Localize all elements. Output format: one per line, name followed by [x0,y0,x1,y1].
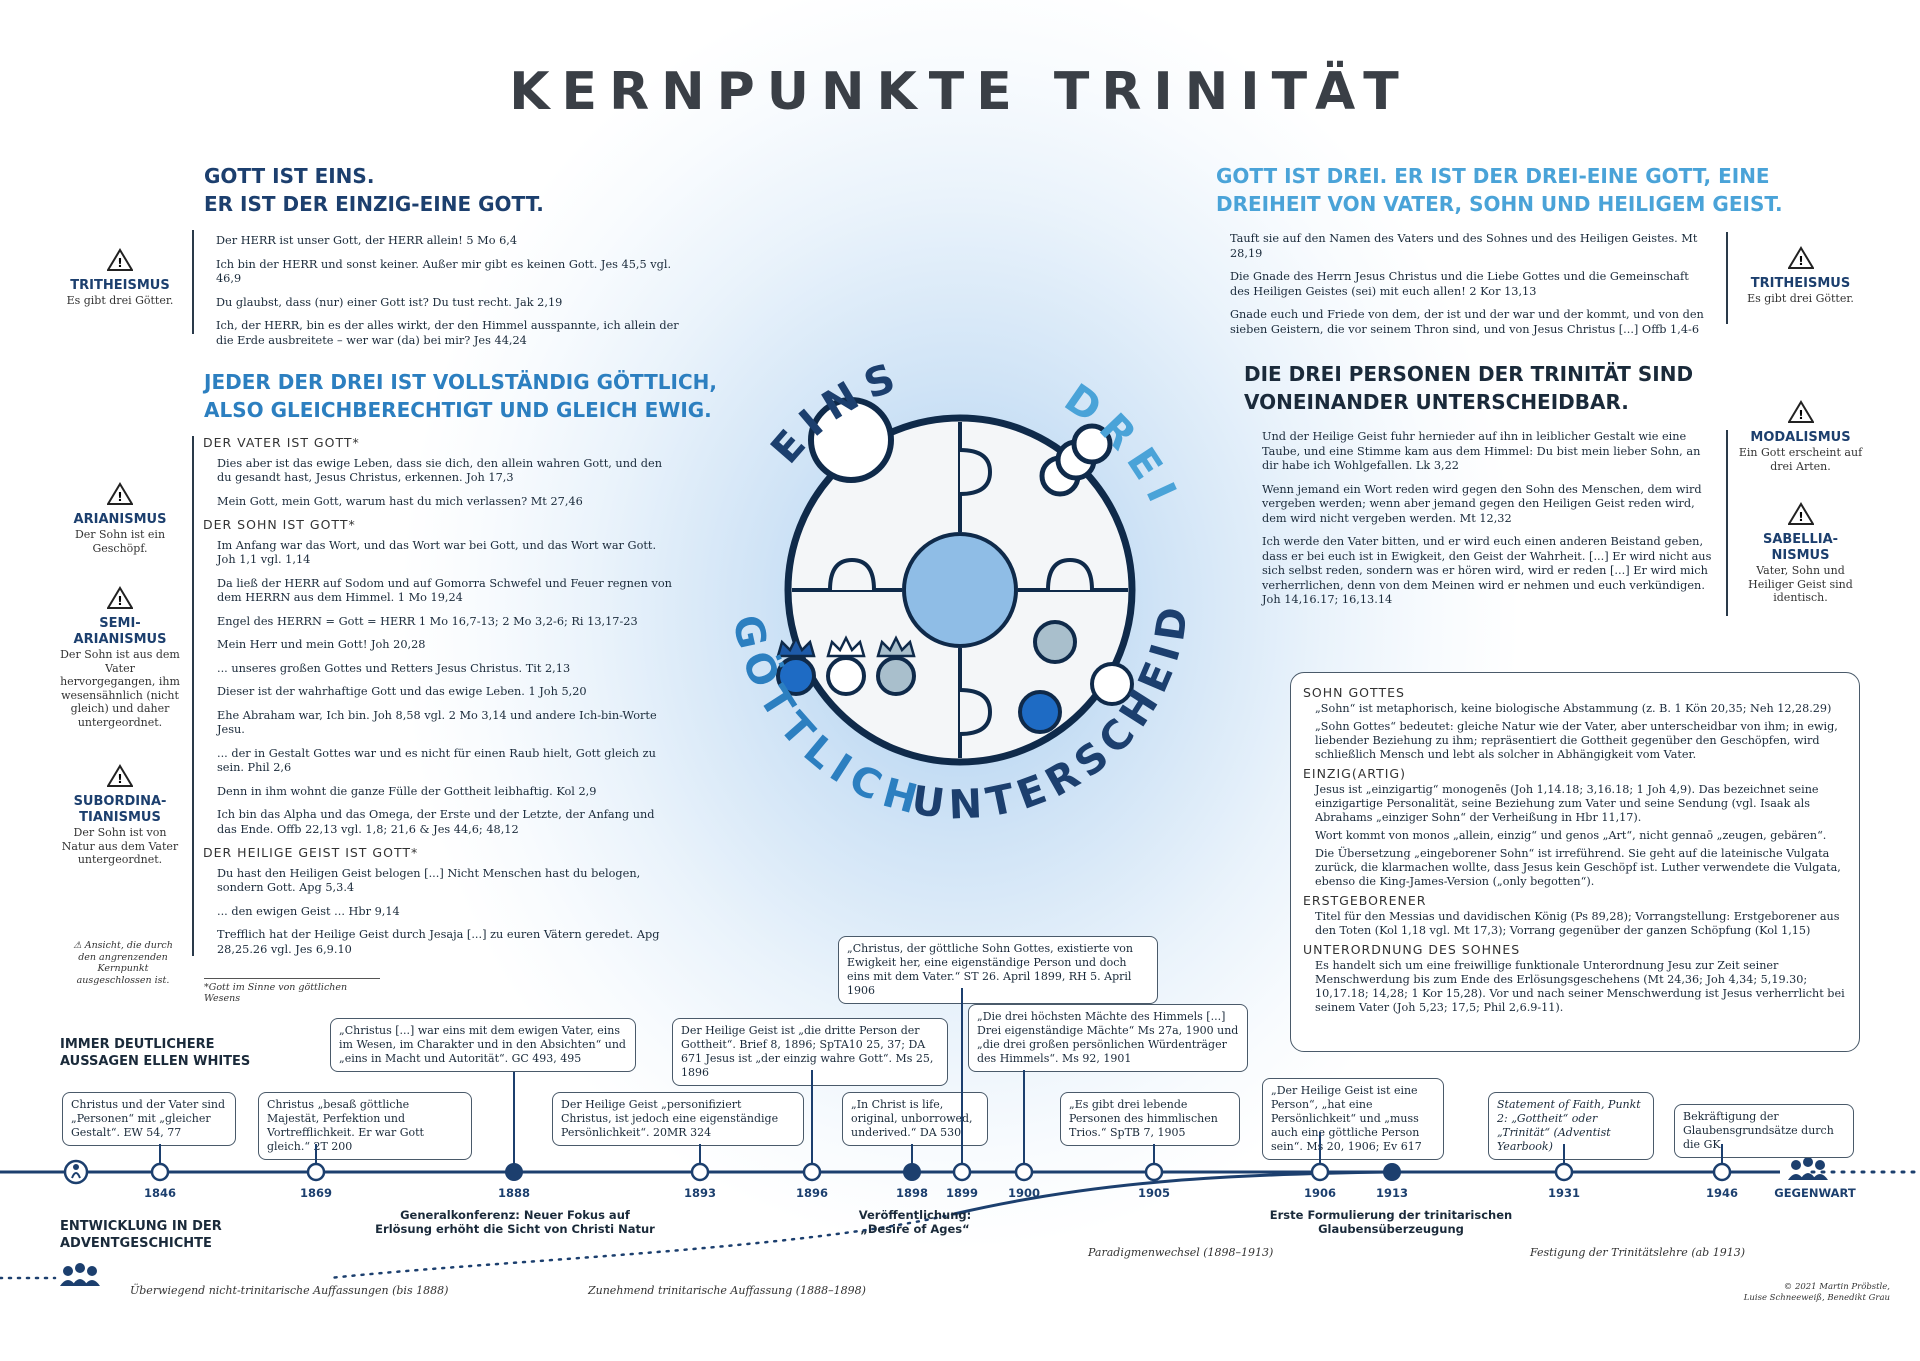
year-1846: 1846 [143,1186,176,1200]
period-1: Überwiegend nicht-trinitarische Auffassu… [130,1284,449,1297]
divider-right-top [1726,232,1728,324]
warning-icon: ! [107,586,133,609]
period-2: Zunehmend trinitarische Auffassung (1888… [588,1284,866,1297]
timeline-label-adventgeschichte: ENTWICKLUNG IN DER ADVENTGESCHICHTE [60,1219,222,1251]
year-1896: 1896 [795,1186,828,1200]
warning-tritheismus-right: ! TRITHEISMUS Es gibt drei Götter. [1738,246,1863,306]
heading-unterscheidbar: DIE DREI PERSONEN DER TRINITÄT SIND VONE… [1244,362,1694,414]
quote-1896: Der Heilige Geist ist „die dritte Person… [672,1018,948,1086]
period-3: Paradigmenwechsel (1898–1913) [1088,1246,1274,1259]
year-1900: 1900 [1007,1186,1040,1200]
timeline-label-ellen-white: IMMER DEUTLICHERE AUSSAGEN ELLEN WHITES [60,1037,251,1069]
caption-erste-formulierung: Erste Formulierung der trinitarischen Gl… [1269,1208,1513,1236]
svg-text:!: ! [117,256,122,270]
year-1906: 1906 [1303,1186,1336,1200]
year-1899: 1899 [945,1186,978,1200]
small-warning-icon: ⚠ [73,940,82,951]
quote-1898: „In Christ is life, original, unborrowed… [842,1092,988,1146]
quote-1931: Statement of Faith, Punkt 2: „Gottheit“ … [1488,1092,1654,1160]
group-icon [1788,1157,1828,1180]
warning-modalismus: ! MODALISMUS Ein Gott erscheint auf drei… [1738,400,1863,473]
quote-1899: „Christus, der göttliche Sohn Gottes, ex… [838,936,1158,1004]
year-1898: 1898 [895,1186,928,1200]
year-1893: 1893 [683,1186,716,1200]
quote-1846: Christus und der Vater sind „Personen“ m… [62,1092,236,1146]
year-1869: 1869 [299,1186,332,1200]
timeline-svg [0,1157,1920,1286]
heading-gott-ist-drei: GOTT IST DREI. ER IST DER DREI-EINE GOTT… [1216,164,1783,216]
divider-left-mid [192,436,194,956]
eins-circle-icon [808,397,894,483]
warning-icon: ! [1787,502,1814,525]
warning-tritheismus-left: ! TRITHEISMUS Es gibt drei Götter. [60,248,180,308]
year-1905: 1905 [1137,1186,1170,1200]
period-4: Festigung der Trinitätslehre (ab 1913) [1530,1246,1745,1259]
warning-note: ⚠ Ansicht, die durch den angrenzenden Ke… [73,940,173,986]
goettlich-quotes: DER VATER IST GOTT* Dies aber ist das ew… [203,435,672,956]
svg-text:!: ! [117,490,122,504]
svg-text:!: ! [1798,254,1803,268]
footnote: *Gott im Sinne von göttlichen Wesens [204,978,380,1004]
quote-1946: Bekräftigung der Glaubensgrundsätze durc… [1674,1104,1854,1158]
warning-arianismus: ! ARIANISMUS Der Sohn ist ein Geschöpf. [60,482,180,555]
copyright: © 2021 Martin Pröbstle, Luise Schneeweiß… [1743,1282,1890,1303]
timeline-connectors [159,988,1723,1164]
trinity-puzzle-diagram: EINS DREI GÖTTLICH UNTERSCHEIDBAR [640,270,1191,829]
caption-desire-of-ages: Veröffentlichung: „Desire of Ages“ [858,1208,972,1236]
warning-icon: ! [107,248,133,271]
warning-icon: ! [1787,400,1814,423]
divider-left-top [192,230,194,334]
warning-subordinatianismus: ! SUBORDINA-TIANISMUS Der Sohn ist von N… [60,764,180,867]
year-1888: 1888 [497,1186,530,1200]
warning-semi-arianismus: ! SEMI-ARIANISMUS Der Sohn ist aus dem V… [60,586,180,729]
page-title: KERNPUNKTE TRINITÄT [509,62,1411,122]
year-1913: 1913 [1375,1186,1408,1200]
group-icon-bottom [60,1263,100,1286]
year-gegenwart: GEGENWART [1774,1186,1856,1200]
quote-1906: „Der Heilige Geist ist eine Person“, „ha… [1262,1078,1444,1160]
heading-goettlich: JEDER DER DREI IST VOLLSTÄNDIG GÖTTLICH,… [204,370,717,422]
left-quotes: Der HERR ist unser Gott, der HERR allein… [216,234,679,347]
warning-icon: ! [1787,246,1814,269]
year-1931: 1931 [1547,1186,1580,1200]
svg-text:!: ! [117,772,122,786]
warning-icon: ! [107,764,133,787]
quote-1869: Christus „besaß göttliche Majestät, Perf… [258,1092,472,1160]
quote-1900: „Die drei höchsten Mächte des Himmels [.… [968,1004,1248,1072]
center-circle [902,532,1018,648]
svg-text:!: ! [117,594,122,608]
caption-generalkonferenz: Generalkonferenz: Neuer Fokus auf Erlösu… [375,1208,655,1236]
unterscheidbar-quotes: Und der Heilige Geist fuhr hernieder auf… [1262,430,1712,606]
quote-1888: „Christus [...] war eins mit dem ewigen … [330,1018,636,1072]
quote-1905: „Es gibt drei lebende Personen des himml… [1060,1092,1240,1146]
divider-right-mid [1726,430,1728,616]
crown-icons [776,635,916,696]
glossary-box: SOHN GOTTES „Sohn“ ist metaphorisch, kei… [1290,672,1860,1052]
quote-1893: Der Heilige Geist „personifiziert Christ… [552,1092,804,1146]
right-quotes: Tauft sie auf den Namen des Vaters und d… [1230,232,1704,336]
warning-sabellianismus: ! SABELLIA-NISMUS Vater, Sohn und Heilig… [1738,502,1863,605]
heading-gott-ist-eins: GOTT IST EINS. ER IST DER EINZIG-EINE GO… [204,164,544,216]
distinct-circle-icon [1033,620,1077,664]
year-1946: 1946 [1705,1186,1738,1200]
svg-text:!: ! [1798,408,1803,422]
svg-text:!: ! [1798,510,1803,524]
warning-icon: ! [107,482,133,505]
